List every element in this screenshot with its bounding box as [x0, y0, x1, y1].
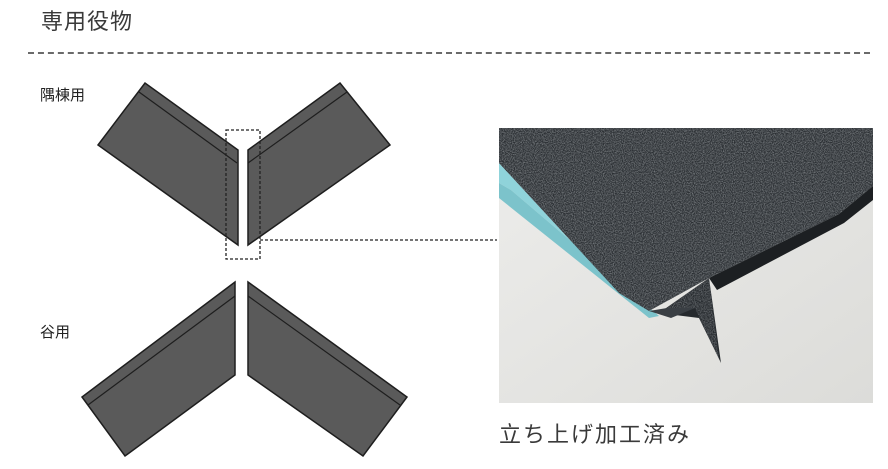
detail-callout-box	[225, 129, 261, 260]
title-divider	[28, 52, 870, 54]
valley-right-panel	[247, 280, 409, 458]
felt-corner-image	[499, 128, 873, 403]
photo-caption: 立ち上げ加工済み	[499, 423, 692, 448]
page-title: 専用役物	[41, 10, 134, 35]
hip-left-panel	[96, 81, 239, 247]
valley-left-panel	[80, 280, 236, 458]
product-detail-photo	[499, 128, 873, 403]
hip-ridge-label: 隅棟用	[40, 86, 86, 104]
hip-right-panel	[247, 81, 392, 247]
valley-label: 谷用	[40, 323, 71, 341]
